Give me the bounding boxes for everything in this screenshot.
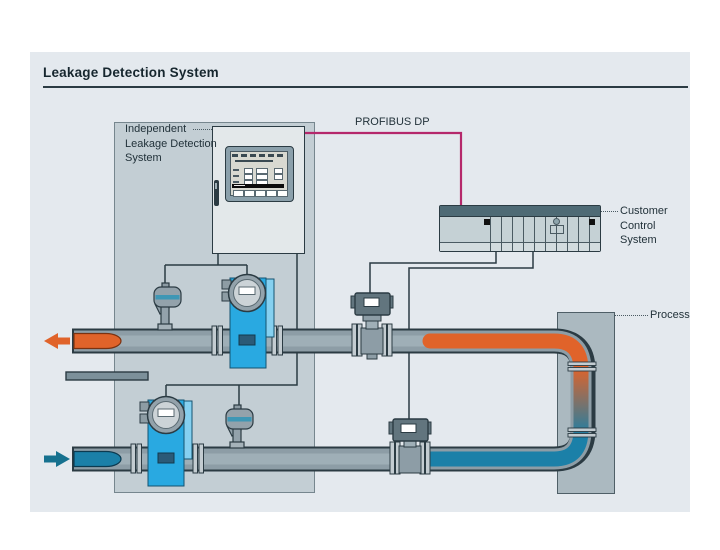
flow-in-arrow-icon [44, 451, 70, 467]
process-label-leader [614, 315, 648, 316]
page-title: Leakage Detection System [43, 65, 219, 80]
flow-out-arrow-icon [44, 333, 70, 349]
cabinet-door-handle [214, 180, 219, 206]
hmi-status-bar [232, 183, 284, 188]
temp-sensor-bottom [225, 404, 254, 449]
valve-bottom [388, 418, 432, 475]
profibus-label: PROFIBUS DP [355, 116, 430, 128]
piping-schematic [44, 131, 597, 487]
diagram-canvas: Leakage Detection System [30, 52, 690, 512]
temp-sensor-top [153, 282, 182, 331]
title-underline [43, 86, 688, 88]
hmi-screen [230, 151, 288, 197]
plc-port [550, 225, 564, 234]
flow-in-blue [73, 450, 122, 468]
valve-top [350, 292, 394, 360]
flowmeter-top [211, 273, 283, 369]
wire-plc-to-top-valve [369, 250, 497, 294]
plc-module-indicator [484, 219, 490, 225]
wall-bar [65, 371, 149, 381]
flow-gradient-process [420, 333, 589, 467]
hmi-bezel [225, 146, 294, 202]
wire-cabinet-to-top-sensors [164, 252, 248, 284]
process-label: Process [650, 309, 690, 321]
plc-module-indicator [589, 219, 595, 225]
plc-rack [439, 205, 601, 252]
lds-cabinet [212, 126, 305, 254]
hmi-menubar [232, 153, 286, 157]
process-pipe-flanges [567, 361, 597, 438]
plc-top-band [440, 206, 600, 217]
flowmeter-bottom [130, 395, 204, 487]
customer-label-leader [601, 211, 618, 212]
profibus-line [303, 131, 463, 205]
plc-led-icon [553, 218, 560, 225]
independent-lds-label: Independent Leakage Detection System [125, 123, 217, 164]
hmi-title-bar [235, 159, 273, 162]
independent-label-leader [193, 129, 212, 130]
flow-out-orange [73, 332, 122, 350]
customer-control-system-label: Customer Control System [620, 205, 668, 246]
